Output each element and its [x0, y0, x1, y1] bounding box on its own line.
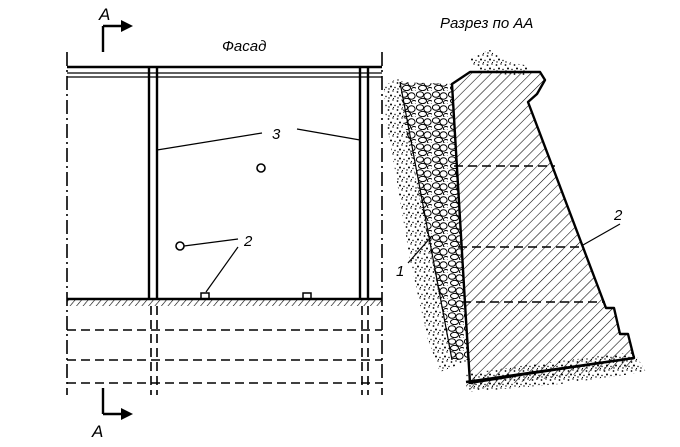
facade-view: А Фасад [66, 5, 383, 441]
cut-mark-bottom: А [91, 388, 133, 441]
foundation-hidden-lines [67, 306, 382, 395]
ground-surface [67, 297, 382, 306]
retaining-wall-body [450, 70, 636, 385]
label-2-facade: 2 [243, 233, 253, 250]
leader-2-section: 2 [582, 207, 623, 246]
leader-2: 2 [183, 233, 253, 293]
label-1: 1 [396, 263, 404, 280]
base-hatch [466, 359, 634, 390]
cut-label-top: А [98, 5, 110, 24]
label-3: 3 [272, 126, 281, 143]
label-2-section: 2 [613, 207, 623, 224]
weep-hole [256, 163, 266, 173]
section-view: Разрез по АА 1 2 [384, 15, 646, 392]
weep-hole [175, 241, 185, 251]
section-title: Разрез по АА [440, 15, 533, 32]
facade-title: Фасад [222, 38, 266, 55]
leader-3: 3 [156, 126, 361, 151]
cut-label-bottom: А [91, 422, 103, 441]
cut-mark-top: А [98, 5, 133, 52]
crest-soil [468, 50, 530, 76]
section-joints [454, 165, 605, 303]
expansion-joints [147, 67, 370, 298]
leader-1: 1 [396, 235, 433, 280]
